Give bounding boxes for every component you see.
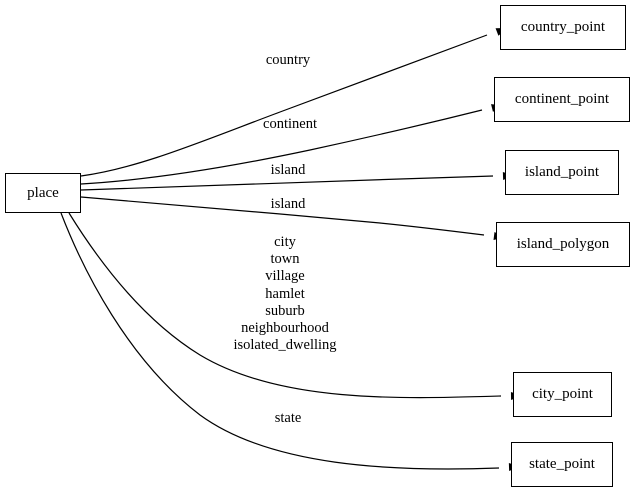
node-city_point[interactable]: city_point xyxy=(513,372,612,417)
node-place[interactable]: place xyxy=(5,173,81,213)
edge-continent-path xyxy=(80,109,483,185)
edge-city-label-line: town xyxy=(270,251,300,268)
node-state_point[interactable]: state_point xyxy=(511,442,613,487)
node-continent_point[interactable]: continent_point xyxy=(494,77,630,122)
edge-city-label-line: village xyxy=(265,268,305,285)
edge-island-point-label-line: island xyxy=(270,162,306,178)
edge-state-label: state xyxy=(275,411,302,426)
node-country_point[interactable]: country_point xyxy=(500,5,626,50)
edge-city-label-line: isolated_dwelling xyxy=(233,337,337,354)
edge-island-point-path xyxy=(80,175,494,191)
edge-city-label-line: suburb xyxy=(265,302,305,319)
node-place-label: place xyxy=(27,184,59,201)
node-island_polygon-label: island_polygon xyxy=(516,236,610,252)
edge-state-label-line: state xyxy=(274,410,302,426)
edge-continent-label-line: continent xyxy=(263,116,317,132)
node-continent_point-label: continent_point xyxy=(514,91,610,107)
edge-city-label-line: city xyxy=(274,234,296,250)
edge-continent-label: continent xyxy=(263,117,317,132)
edge-country-label-line: country xyxy=(265,52,311,68)
edge-island-polygon-path xyxy=(80,196,485,236)
edge-city-path xyxy=(68,212,502,399)
edge-state-path xyxy=(60,212,500,470)
node-island_point-label: island_point xyxy=(524,164,600,180)
edge-country-label: country xyxy=(266,53,310,68)
edge-island-polygon-label-line: island xyxy=(270,196,306,212)
edge-island-polygon-label: island xyxy=(271,197,306,212)
node-city_point-label: city_point xyxy=(532,386,593,402)
edge-island-point-label: island xyxy=(271,163,306,178)
node-state_point-label: state_point xyxy=(529,456,595,472)
edge-country-path xyxy=(80,34,488,177)
node-island_point[interactable]: island_point xyxy=(505,150,619,195)
edge-city-label-line: neighbourhood xyxy=(241,320,329,337)
node-island_polygon[interactable]: island_polygon xyxy=(496,222,630,267)
edge-city-label-line: hamlet xyxy=(265,285,305,302)
node-country_point-label: country_point xyxy=(520,19,606,35)
